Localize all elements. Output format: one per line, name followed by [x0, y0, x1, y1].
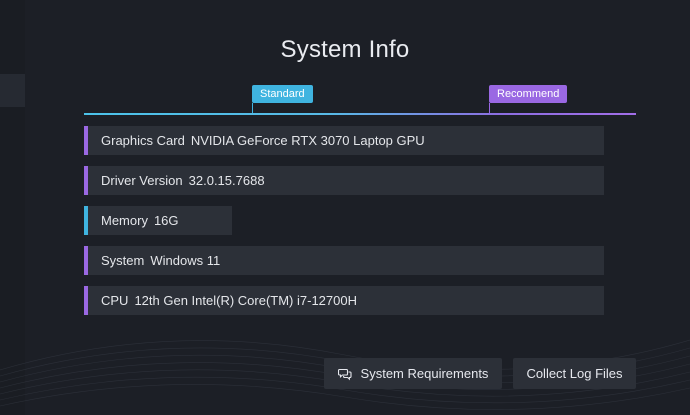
left-sidebar-strip	[0, 0, 25, 415]
row-status-bar	[84, 246, 88, 275]
row-value: 32.0.15.7688	[188, 173, 265, 188]
row-label: Graphics Card	[101, 133, 185, 148]
info-row-system: System Windows 11	[84, 246, 604, 275]
standard-marker-label: Standard	[252, 85, 313, 103]
row-label: System	[101, 253, 145, 268]
row-status-bar	[84, 286, 88, 315]
spec-scale-line	[84, 113, 636, 115]
row-status-bar	[84, 166, 88, 195]
system-requirements-label: System Requirements	[360, 366, 489, 381]
standard-marker-tick	[252, 103, 253, 113]
info-row-cpu: CPU 12th Gen Intel(R) Core(TM) i7-12700H	[84, 286, 604, 315]
row-label: Memory	[101, 213, 148, 228]
row-value: 16G	[153, 213, 179, 228]
row-status-bar	[84, 206, 88, 235]
row-value: 12th Gen Intel(R) Core(TM) i7-12700H	[134, 293, 357, 308]
info-row-driver-version: Driver Version 32.0.15.7688	[84, 166, 604, 195]
collect-log-files-button[interactable]: Collect Log Files	[513, 358, 636, 389]
row-label: CPU	[101, 293, 129, 308]
page-title: System Info	[280, 36, 410, 63]
recommend-marker-tick	[489, 103, 490, 113]
chat-bubbles-icon	[337, 367, 352, 381]
row-label: Driver Version	[101, 173, 183, 188]
row-status-bar	[84, 126, 88, 155]
info-row-graphics-card: Graphics Card NVIDIA GeForce RTX 3070 La…	[84, 126, 604, 155]
sidebar-selected-item[interactable]	[0, 74, 25, 107]
row-value: NVIDIA GeForce RTX 3070 Laptop GPU	[190, 133, 425, 148]
system-requirements-button[interactable]: System Requirements	[324, 358, 502, 389]
collect-log-files-label: Collect Log Files	[526, 366, 623, 381]
row-value: Windows 11	[150, 253, 221, 268]
recommend-marker-label: Recommend	[489, 85, 568, 103]
info-row-memory: Memory 16G	[84, 206, 232, 235]
